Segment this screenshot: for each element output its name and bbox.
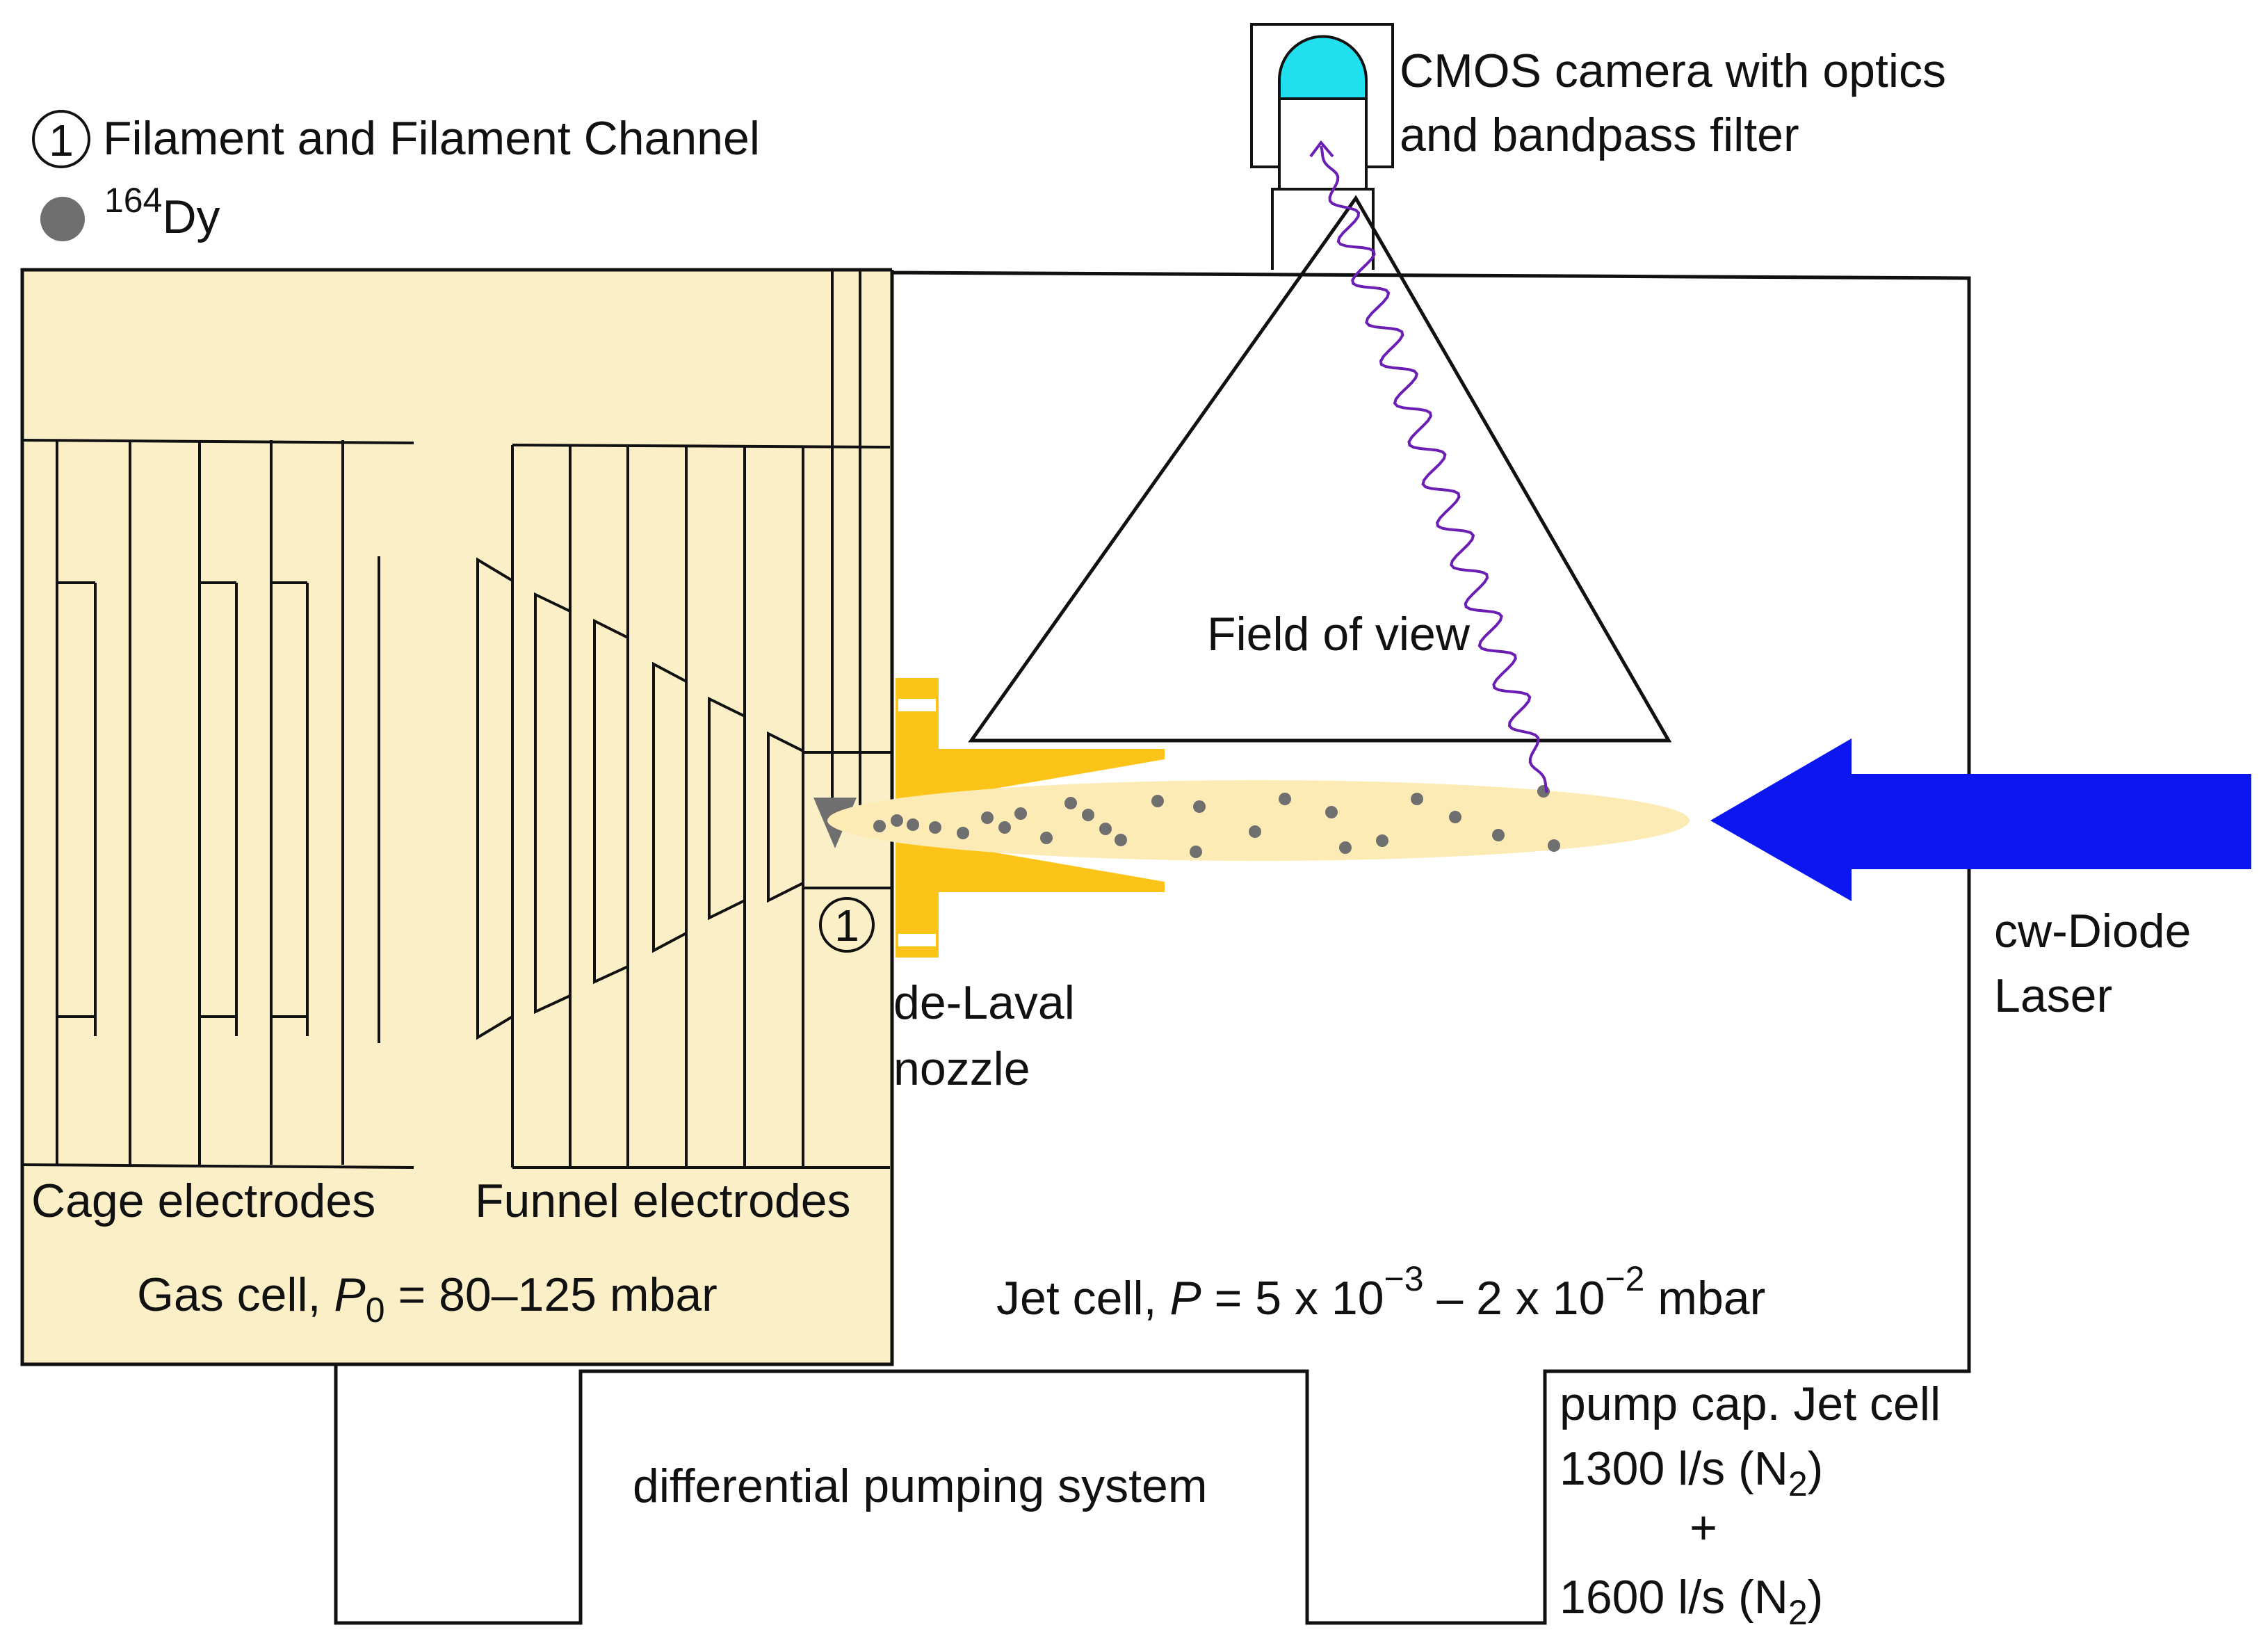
- filament-marker-number: 1: [834, 900, 859, 951]
- atom-dot: [998, 821, 1011, 834]
- atom-dot: [1014, 807, 1027, 820]
- field-of-view-label: Field of view: [1207, 608, 1471, 661]
- pump-capacity-title: pump cap. Jet cell: [1560, 1378, 1941, 1430]
- nozzle-flange-slots: [898, 699, 936, 946]
- filament-channel: [831, 270, 861, 810]
- legend-marker-circle: [32, 110, 90, 168]
- pump-plus: +: [1690, 1501, 1717, 1554]
- legend-filament-label: Filament and Filament Channel: [103, 112, 760, 165]
- legend-atom-dot: [40, 197, 85, 241]
- atom-dot: [1249, 825, 1261, 838]
- atom-dot: [1548, 839, 1560, 852]
- laser-label-line2: Laser: [1994, 969, 2112, 1022]
- legend-marker-number: 1: [49, 115, 74, 165]
- jet-cell-pressure-label: Jet cell, P = 5 x 10−3 – 2 x 10−2 mbar: [996, 1259, 1765, 1325]
- atom-dot: [1376, 834, 1388, 847]
- atom-dot: [1190, 846, 1202, 858]
- filament-marker-circle: [819, 897, 875, 953]
- atom-dot: [1064, 797, 1077, 809]
- atom-dot: [1449, 811, 1461, 823]
- funnel-electrodes-label: Funnel electrodes: [475, 1174, 851, 1227]
- atom-dot: [1099, 823, 1112, 835]
- cage-electrodes-label: Cage electrodes: [31, 1174, 375, 1227]
- laser-arrow: [1710, 738, 2251, 901]
- jet-cell-outline: [334, 270, 1971, 1625]
- atom-dot: [929, 821, 941, 834]
- laser-label-line1: cw-Diode: [1994, 905, 2191, 958]
- atom-dot: [891, 814, 903, 827]
- jet-plume: [827, 780, 1690, 861]
- atom-dot: [1193, 800, 1206, 813]
- atom-dot: [907, 818, 919, 831]
- atom-dot: [1339, 841, 1352, 854]
- atom-dot: [1492, 829, 1505, 841]
- atom-dot: [1040, 832, 1053, 844]
- camera: [1250, 23, 1394, 270]
- atom-dot: [981, 811, 994, 824]
- atom-dot: [873, 820, 886, 832]
- nozzle-label-line2: nozzle: [893, 1042, 1030, 1095]
- camera-label-line2: and bandpass filter: [1400, 108, 1799, 161]
- atom-dot: [1115, 834, 1127, 846]
- pump-rate-1: 1300 l/s (N2): [1560, 1442, 1823, 1503]
- atom-dot: [1325, 806, 1338, 818]
- gas-cell-pressure-label: Gas cell, P0 = 80–125 mbar: [137, 1268, 718, 1330]
- cage-electrodes: [22, 439, 414, 1169]
- field-of-view-triangle: [968, 195, 1672, 743]
- camera-label-line1: CMOS camera with optics: [1400, 45, 1946, 97]
- differential-pumping-label: differential pumping system: [633, 1460, 1208, 1512]
- legend-isotope-label: 164Dy: [104, 181, 220, 243]
- atom-dot: [1279, 793, 1291, 805]
- atom-dot: [1151, 795, 1164, 807]
- photon-path: [1320, 145, 1548, 793]
- nozzle-label-line1: de-Laval: [893, 976, 1075, 1029]
- atom-dots: [873, 785, 1560, 858]
- photon-arrowhead: [1309, 140, 1334, 158]
- funnel-electrodes: [476, 444, 893, 1169]
- gas-cell-region: [22, 270, 892, 1364]
- atom-dot: [1082, 809, 1094, 821]
- pump-rate-2: 1600 l/s (N2): [1560, 1571, 1823, 1632]
- atom-dot: [1411, 793, 1423, 805]
- atom-dot: [957, 827, 969, 839]
